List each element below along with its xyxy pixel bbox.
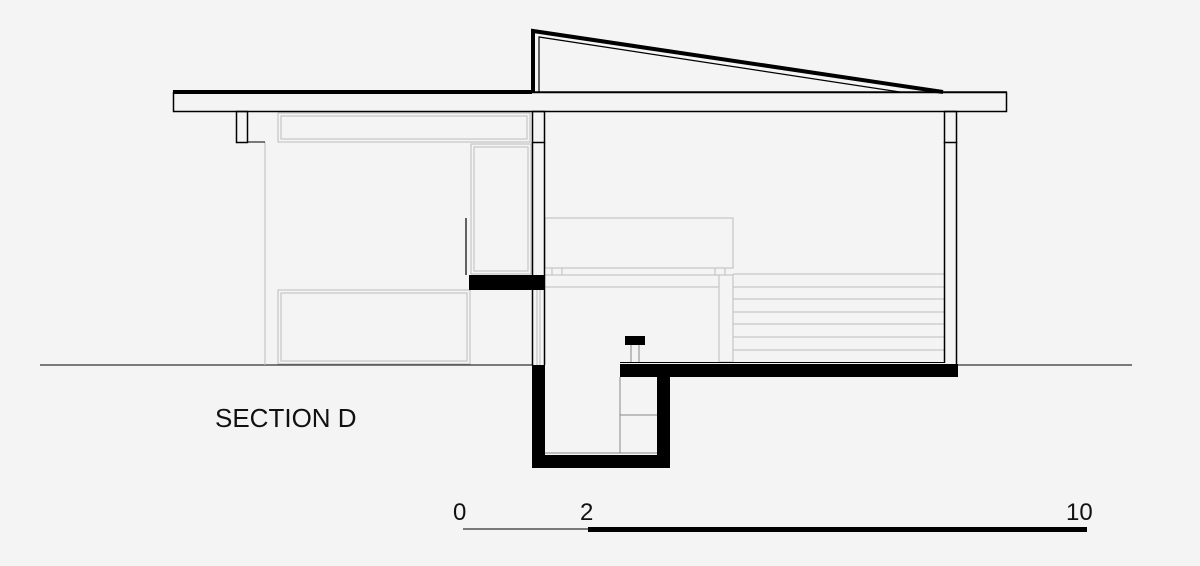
fixture bbox=[625, 336, 645, 345]
left-post bbox=[235, 110, 249, 144]
scale-bar: 0 2 10 bbox=[453, 499, 1093, 532]
right-post bbox=[943, 110, 958, 144]
pit-left-wall bbox=[532, 365, 545, 468]
upper-cabinet bbox=[544, 217, 734, 269]
floor-slab-upper bbox=[469, 275, 545, 290]
pit-floor bbox=[532, 455, 670, 468]
pit-right-wall bbox=[657, 377, 670, 468]
floor-slab bbox=[620, 364, 958, 377]
section-title: SECTION D bbox=[215, 403, 357, 433]
background-elevation bbox=[264, 112, 944, 454]
clerestory-roof bbox=[531, 28, 944, 94]
section-cut bbox=[172, 28, 1008, 365]
scale-label-0: 0 bbox=[453, 499, 466, 526]
solid-fills bbox=[469, 275, 958, 468]
scale-label-10: 10 bbox=[1066, 499, 1093, 526]
counter-column bbox=[718, 274, 734, 363]
center-post bbox=[531, 110, 546, 144]
stair-treads bbox=[733, 273, 944, 351]
scale-label-2: 2 bbox=[580, 499, 593, 526]
scale-segment-thick bbox=[588, 527, 1087, 532]
roof-slab bbox=[172, 91, 1008, 113]
